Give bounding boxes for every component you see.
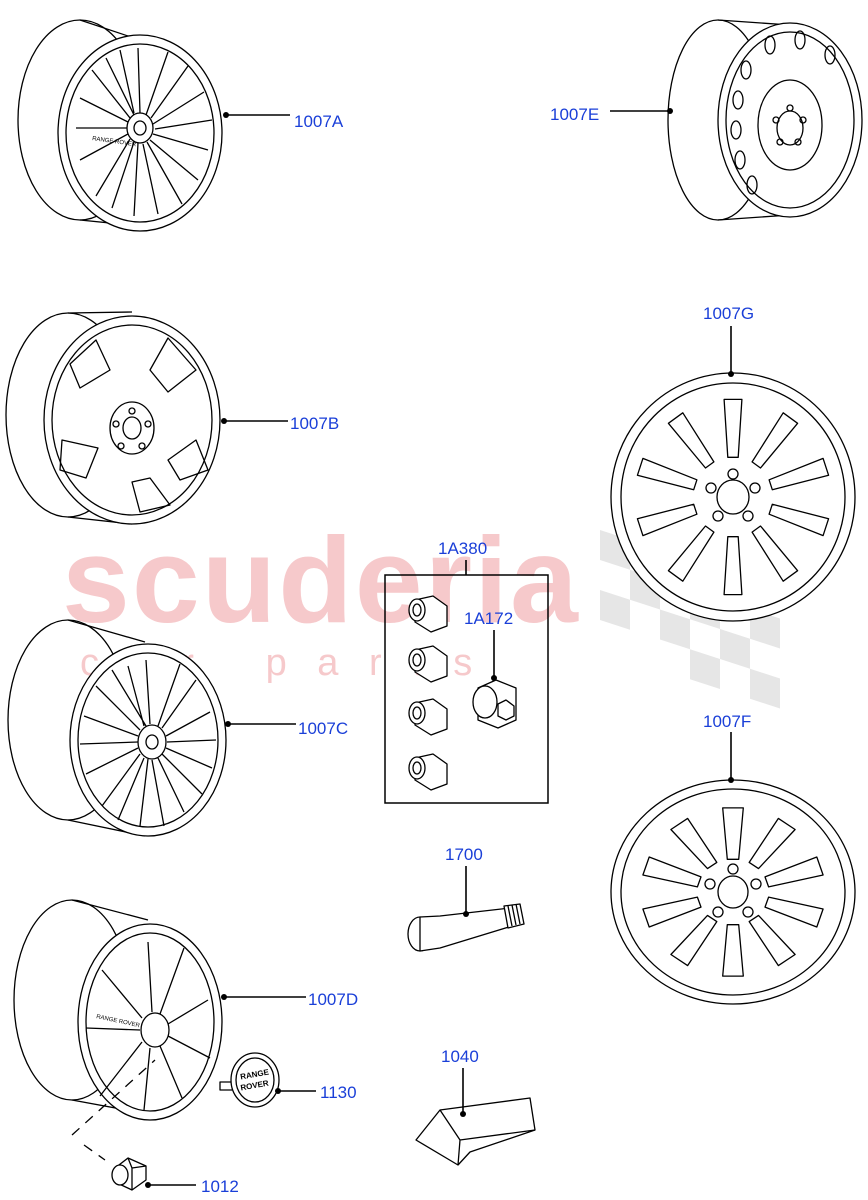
wheel-1007f[interactable] xyxy=(610,779,856,1005)
spoke-window xyxy=(636,457,698,491)
callout-1012[interactable]: 1012 xyxy=(201,1177,239,1196)
wheel-1007d[interactable]: RANGE ROVER xyxy=(13,899,223,1121)
lock-nut-1a172[interactable] xyxy=(472,679,517,729)
locking-nut xyxy=(408,595,448,633)
callout-1130[interactable]: 1130 xyxy=(320,1083,357,1102)
callout-1007f[interactable]: 1007F xyxy=(703,712,752,731)
callout-1007e[interactable]: 1007E xyxy=(550,105,600,124)
spoke-window xyxy=(751,525,799,582)
locking-nut xyxy=(408,698,448,736)
wheel-1007c[interactable] xyxy=(7,619,227,837)
callout-1040[interactable]: 1040 xyxy=(441,1047,479,1066)
spoke-window xyxy=(751,412,799,469)
spoke-window xyxy=(764,896,824,928)
callout-1a172[interactable]: 1A172 xyxy=(464,609,514,628)
spoke-window xyxy=(642,896,702,928)
wheel-1007a[interactable]: RANGE ROVER xyxy=(17,19,223,232)
locking-nuts-1a380[interactable] xyxy=(408,595,448,791)
spoke-window xyxy=(670,817,718,870)
spoke-window xyxy=(723,536,743,596)
spoke-window xyxy=(723,398,743,458)
callout-1007b[interactable]: 1007B xyxy=(290,414,340,433)
wheel-1007b[interactable] xyxy=(5,311,221,525)
spoke-window xyxy=(636,503,698,537)
callout-1007d[interactable]: 1007D xyxy=(308,990,359,1009)
spoke-window xyxy=(722,807,744,860)
spoke-window xyxy=(667,525,715,582)
wheel-1007e[interactable] xyxy=(667,19,863,221)
callout-1007a[interactable]: 1007A xyxy=(294,112,344,131)
tyre-valve-1700[interactable] xyxy=(407,903,525,952)
wheel-1007g[interactable] xyxy=(610,372,856,622)
callout-1007g[interactable]: 1007G xyxy=(703,304,755,323)
spoke-window xyxy=(670,914,718,967)
callout-1a380[interactable]: 1A380 xyxy=(438,539,488,558)
callout-1700[interactable]: 1700 xyxy=(445,845,483,864)
spoke-window xyxy=(748,817,796,870)
spoke-window xyxy=(642,856,702,888)
leader-lines xyxy=(145,108,734,1188)
center-cap-1130[interactable] xyxy=(219,1052,280,1108)
callout-1007c[interactable]: 1007C xyxy=(298,719,349,738)
locking-nut xyxy=(408,753,448,791)
placard-1040[interactable] xyxy=(415,1097,536,1166)
spoke-window xyxy=(667,412,715,469)
spoke-window xyxy=(764,856,824,888)
wheel-nut-1012[interactable] xyxy=(111,1157,147,1191)
spoke-window xyxy=(768,457,830,491)
spoke-window xyxy=(722,924,744,977)
spoke-window xyxy=(768,503,830,537)
spoke-window xyxy=(748,914,796,967)
locking-nut xyxy=(408,645,448,683)
